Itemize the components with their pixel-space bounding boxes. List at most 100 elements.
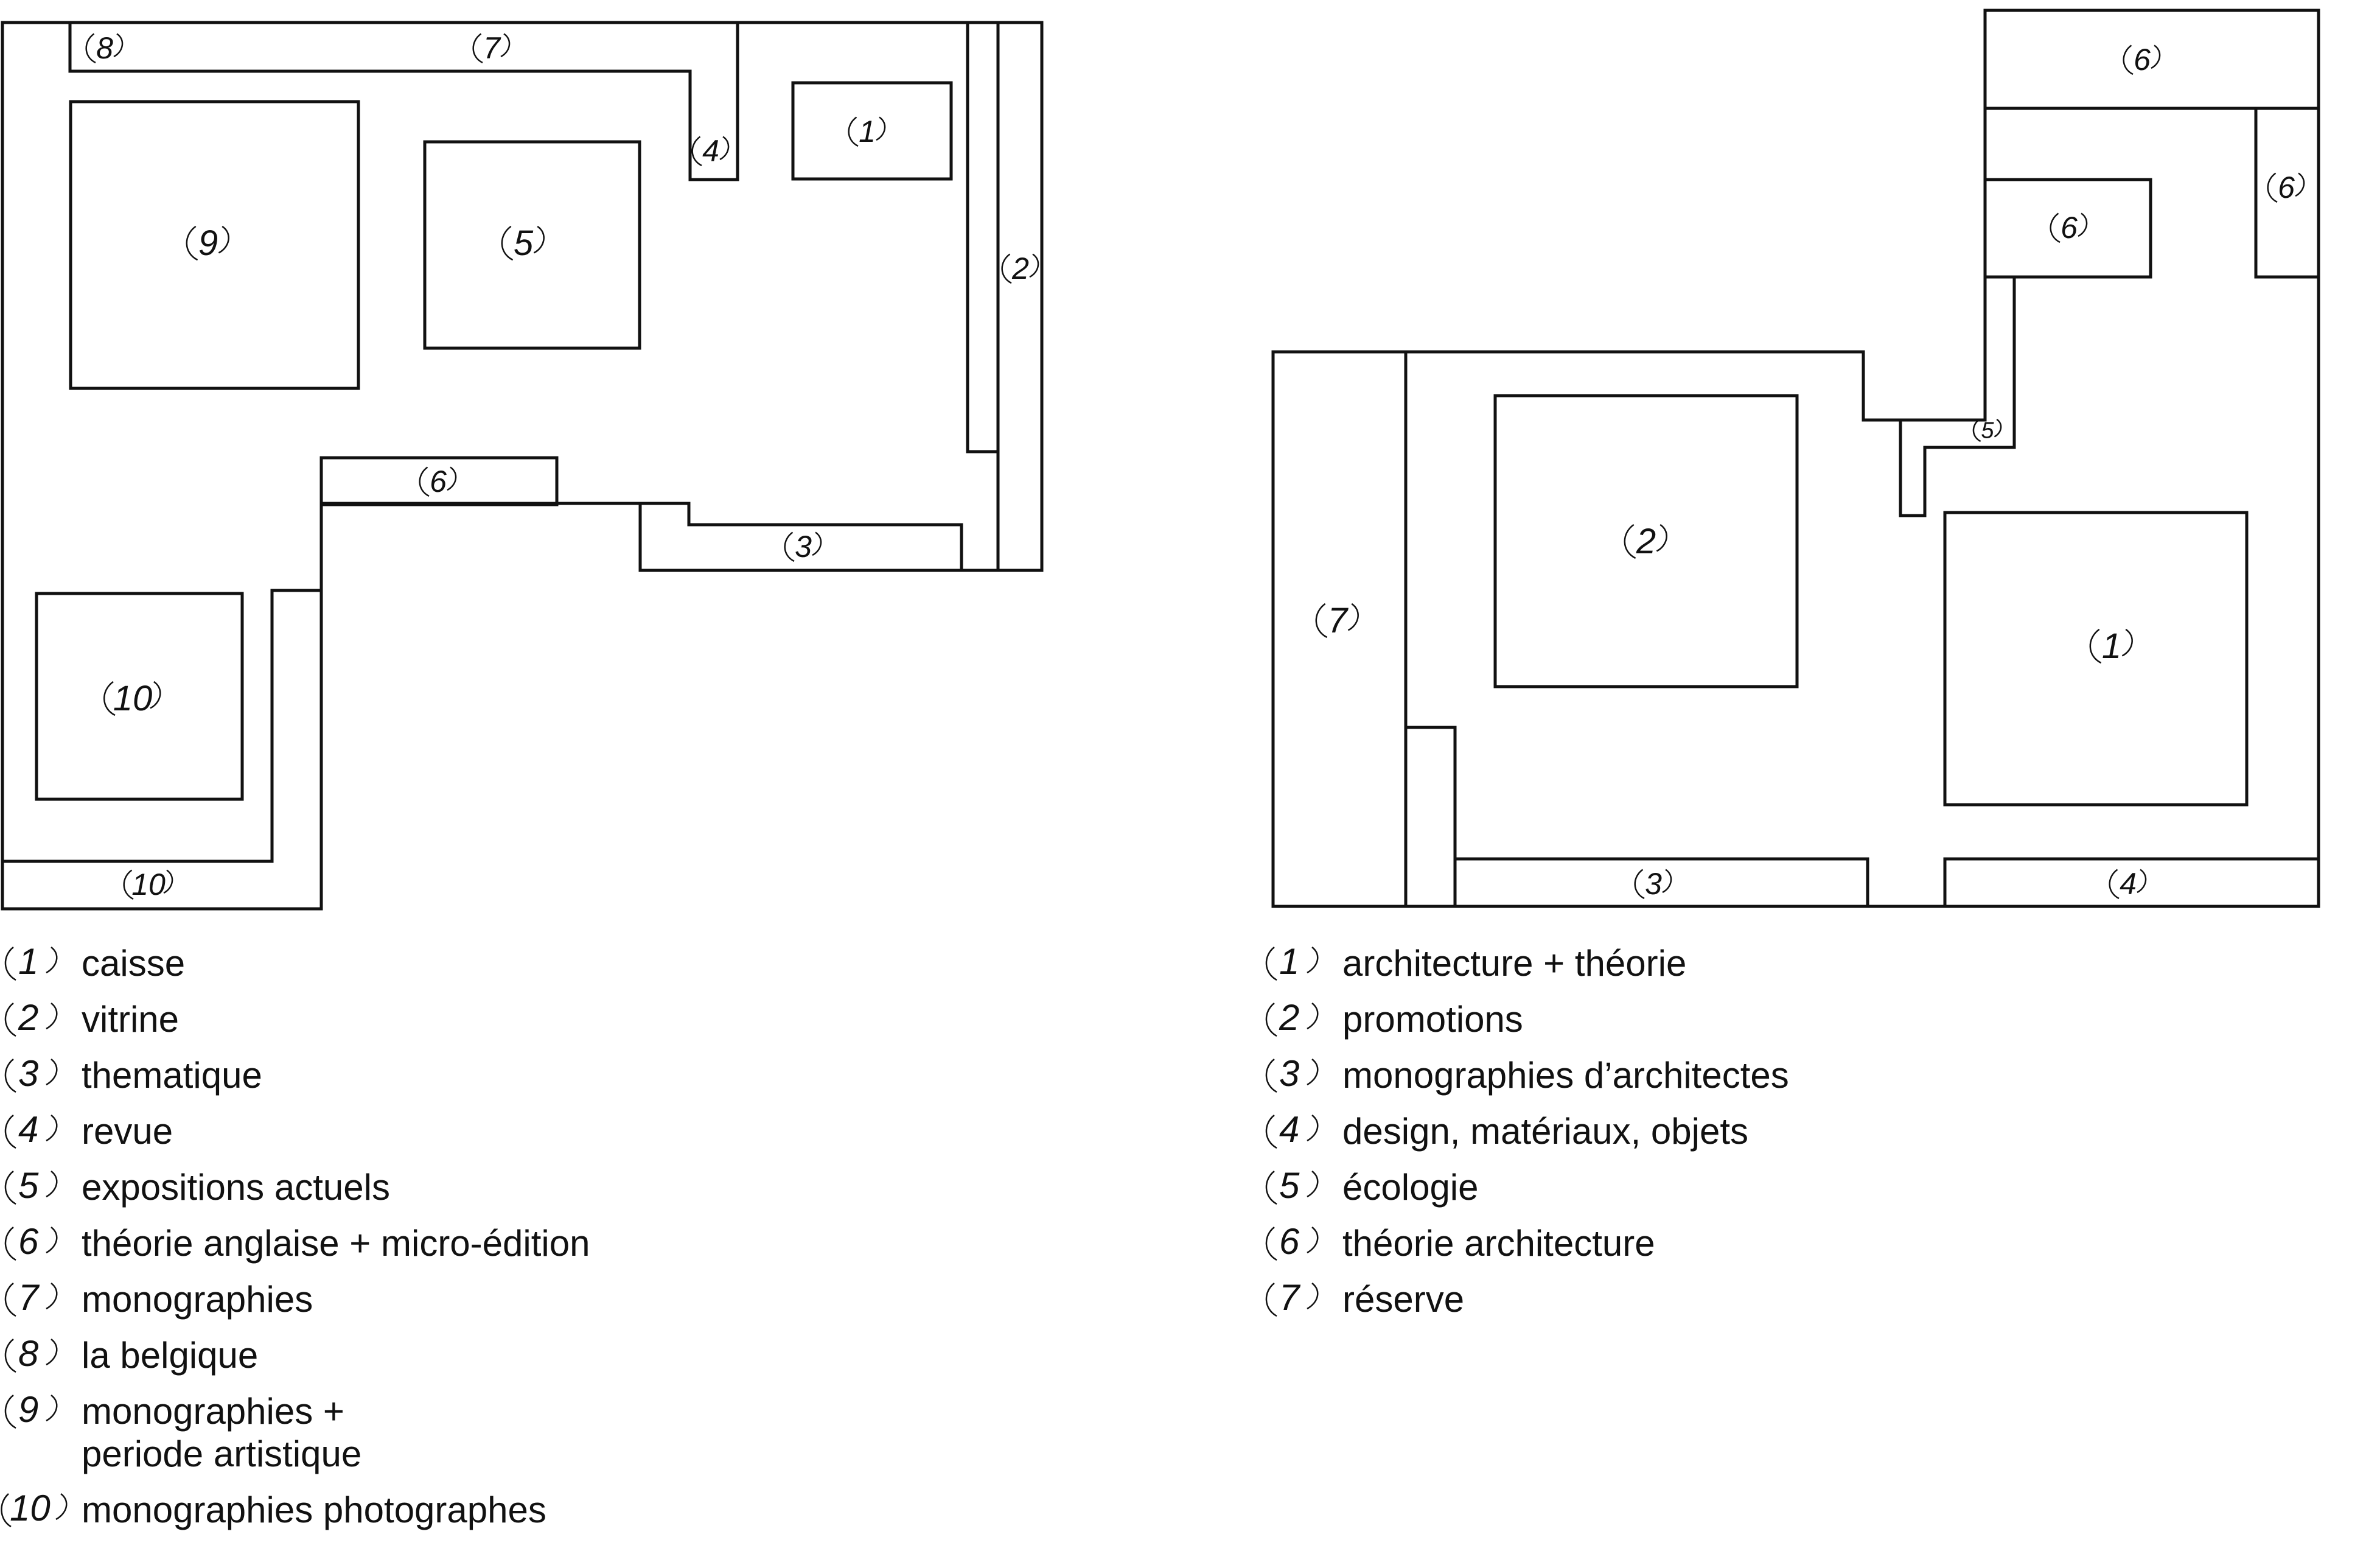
marker-arc-right <box>812 531 822 556</box>
svg-text:5: 5 <box>18 1166 39 1206</box>
legend-item: 5 écologie <box>1261 1166 1789 1209</box>
marker-arc-right <box>1662 869 1672 894</box>
svg-text:10: 10 <box>10 1489 51 1528</box>
zone-number-marker: 3 <box>784 530 822 564</box>
zone-number-marker: 5 <box>501 223 545 263</box>
marker-arc-right <box>500 33 511 58</box>
legend-item: 7 réserve <box>1261 1278 1789 1321</box>
legend-left: 1 caisse 2 vitrine 3 thematique 4 revue … <box>0 942 590 1545</box>
legend-item: 6 théorie anglaise + micro-édition <box>0 1222 590 1265</box>
plan-left-box-1 <box>791 81 953 181</box>
zone-number: 1 <box>2102 626 2121 666</box>
legend-item: 1 architecture + théorie <box>1261 942 1789 985</box>
marker-arc-right <box>447 466 457 491</box>
zone-number-marker: 3 <box>1634 867 1672 901</box>
zone-number: 4 <box>2120 867 2137 901</box>
svg-text:2: 2 <box>1279 998 1299 1038</box>
plan-right-step <box>1406 726 1457 906</box>
svg-text:7: 7 <box>18 1278 40 1318</box>
legend-item: 1 caisse <box>0 942 590 985</box>
svg-text:2: 2 <box>18 998 38 1038</box>
zone-number-marker: 10 <box>103 679 161 718</box>
plan-left <box>1 21 1044 911</box>
legend-label: monographies + periode artistique <box>82 1391 362 1474</box>
marker-arc-right <box>1347 603 1359 631</box>
marker-arc-left <box>103 681 116 716</box>
legend-item: 5 expositions actuels <box>0 1166 590 1209</box>
zone-number: 7 <box>483 31 501 65</box>
zone-number-marker: 2 <box>1001 251 1039 285</box>
plan-right-shelf-5 <box>1899 277 2016 517</box>
legend-item: 6 théorie architecture <box>1261 1222 1789 1265</box>
zone-number: 2 <box>1636 522 1656 561</box>
zone-number: 8 <box>96 31 113 65</box>
marker-arc-right <box>218 225 229 254</box>
zone-number: 10 <box>131 867 166 902</box>
marker-arc-right <box>533 225 545 254</box>
marker-arc-right <box>876 116 886 141</box>
legend-label: revue <box>82 1111 173 1152</box>
zone-number: 3 <box>1645 867 1662 901</box>
zone-number-marker: 1 <box>848 114 886 149</box>
plan-left-shelf-3 <box>638 502 963 570</box>
plan-left-box-6 <box>319 456 559 506</box>
marker-arc-right <box>163 869 173 894</box>
marker-arc-left <box>2123 44 2134 75</box>
zone-number-marker: 7 <box>472 31 511 65</box>
svg-text:3: 3 <box>1279 1054 1299 1094</box>
zone-number-marker: 4 <box>2109 867 2147 901</box>
plan-left-outline <box>1 21 1044 911</box>
zone-number: 9 <box>198 223 218 263</box>
zone-number: 1 <box>859 114 876 149</box>
zone-number-marker: 6 <box>2050 211 2088 245</box>
plan-right-box-3 <box>1453 857 1869 908</box>
zone-number-marker: 9 <box>186 223 229 263</box>
marker-arc-right <box>2151 44 2161 69</box>
legend-item: 9 monographies + periode artistique <box>0 1390 590 1476</box>
plan-left-divider-2b <box>966 23 998 453</box>
marker-arc-left <box>1634 869 1645 900</box>
zone-number: 7 <box>1328 601 1349 640</box>
marker-arc-right <box>2295 172 2305 197</box>
svg-text:6: 6 <box>18 1222 39 1262</box>
legend-number-marker: 7 <box>1265 1278 1319 1318</box>
plan-left-shelf-8-7 <box>68 23 739 181</box>
legend-number-marker: 6 <box>4 1222 58 1262</box>
svg-text:5: 5 <box>1279 1166 1300 1206</box>
plan-right <box>1271 9 2320 908</box>
legend-number-marker: 6 <box>1265 1222 1319 1262</box>
plan-right-box-1 <box>1943 511 2249 807</box>
legend-label: monographies photographes <box>82 1490 546 1530</box>
plan-left-shelf-10 <box>2 589 321 863</box>
legend-number-marker: 7 <box>4 1278 58 1318</box>
zone-number-marker: 8 <box>85 31 124 65</box>
legend-number-marker: 1 <box>4 942 58 982</box>
svg-text:7: 7 <box>1279 1278 1301 1318</box>
legend-label: architecture + théorie <box>1342 943 1687 984</box>
marker-arc-left <box>186 225 198 261</box>
zone-number: 3 <box>795 530 812 564</box>
zone-number: 10 <box>113 679 153 718</box>
legend-item: 8 la belgique <box>0 1334 590 1377</box>
marker-arc-left <box>85 33 96 64</box>
legend-label: théorie architecture <box>1342 1223 1655 1264</box>
legend-label: expositions actuels <box>82 1167 390 1208</box>
legend-item: 2 vitrine <box>0 998 590 1041</box>
legend-number-marker: 8 <box>4 1334 58 1374</box>
legend-item: 2 promotions <box>1261 998 1789 1041</box>
marker-arc-left <box>784 531 795 562</box>
marker-arc-left <box>2109 869 2120 900</box>
legend-number-marker: 2 <box>4 998 58 1038</box>
zone-number-marker: 7 <box>1315 601 1359 640</box>
plan-left-box-9 <box>69 100 360 390</box>
legend-number-marker: 10 <box>1 1489 68 1528</box>
zone-number-marker: 10 <box>123 867 173 902</box>
zone-number-marker: 5 <box>1972 418 2002 444</box>
marker-arc-right <box>719 136 730 161</box>
svg-text:4: 4 <box>1279 1110 1299 1150</box>
zone-number-marker: 4 <box>691 134 730 168</box>
svg-text:3: 3 <box>18 1054 38 1094</box>
legend-label: monographies <box>82 1279 313 1320</box>
marker-arc-left <box>1972 418 1981 443</box>
